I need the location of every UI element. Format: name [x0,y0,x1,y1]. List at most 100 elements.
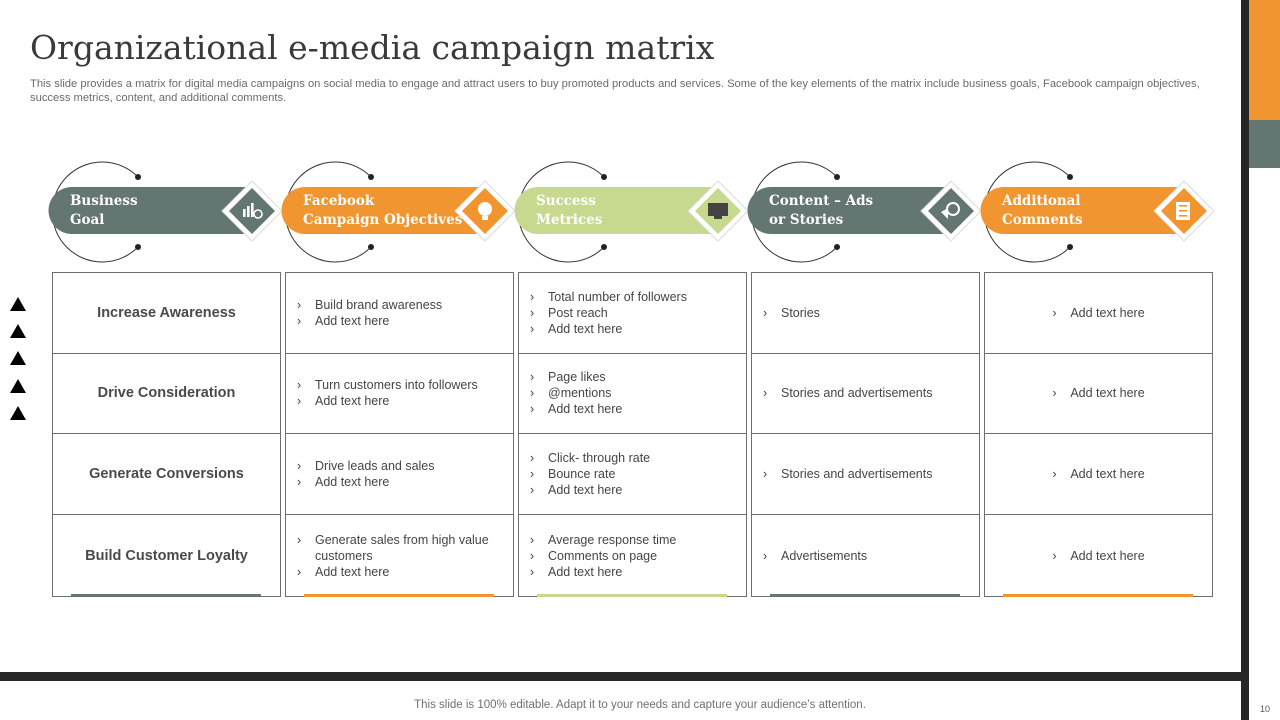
objective-cell: Turn customers into followersAdd text he… [286,353,513,434]
goal-label: Increase Awareness [97,305,236,321]
column-business-goal: Increase Awareness Drive Consideration G… [52,272,281,597]
objective-cell: Drive leads and salesAdd text here [286,434,513,515]
right-edge-bar [1241,0,1249,720]
page-number: 10 [1259,704,1270,714]
bullet-item: Bounce rate [530,466,650,482]
bullet-item: Page likes [530,369,622,385]
bullet-item: Stories and advertisements [763,385,932,401]
header-label: Additional Comments [1002,193,1083,228]
bullet-list: Stories and advertisements [752,466,932,482]
header-label: Facebook Campaign Objectives [303,193,463,228]
bottom-bar [0,672,1241,681]
content-cell: Stories [752,273,979,354]
triangle-marker-icon [10,324,26,338]
metric-cell: Page likes@mentionsAdd text here [519,353,746,434]
bullet-list: Add text here [1052,385,1144,401]
bullet-item: @mentions [530,385,622,401]
idea-lightbulb-icon [478,202,492,220]
bullet-item: Add text here [530,401,622,417]
bullet-list: Click- through rate Bounce rateAdd text … [519,450,650,498]
content-cell: Advertisements [752,516,979,597]
objective-cell: Build brand awarenessAdd text here [286,273,513,354]
bullet-list: Stories [752,305,820,321]
bullet-list: Drive leads and salesAdd text here [286,458,435,490]
accent-block-gray [1249,120,1280,168]
column-content-ads-stories: Stories Stories and advertisements Stori… [751,272,980,597]
comment-cell: Add text here [985,353,1212,434]
bullet-item: Add text here [297,313,442,329]
bullet-item: Stories [763,305,820,321]
bullet-list: Add text here [1052,466,1144,482]
triangle-marker-icon [10,297,26,311]
column-underline [304,594,494,597]
bullet-list: Total number of followersPost reachAdd t… [519,289,687,337]
content-cell: Stories and advertisements [752,434,979,515]
comment-cell: Add text here [985,516,1212,597]
accent-block-orange [1249,0,1280,120]
objective-cell: Generate sales from high value customers… [286,516,513,597]
bullet-list: Build brand awarenessAdd text here [286,297,442,329]
slide-title: Organizational e-media campaign matrix [30,28,715,67]
bullet-item: Add text here [1052,305,1144,321]
metric-cell: Average response timeComments on pageAdd… [519,516,746,597]
column-underline [537,594,727,597]
bullet-list: Page likes@mentionsAdd text here [519,369,622,417]
bullet-item: Advertisements [763,548,867,564]
bullet-list: Stories and advertisements [752,385,932,401]
bullet-list: Add text here [1052,305,1144,321]
metric-cell: Total number of followersPost reachAdd t… [519,273,746,354]
metric-cell: Click- through rate Bounce rateAdd text … [519,434,746,515]
monitor-analytics-icon [708,203,728,219]
bullet-list: Add text here [1052,548,1144,564]
header-banner [48,161,283,263]
header-banner [747,161,982,263]
comment-cell: Add text here [985,273,1212,354]
header-banner [980,161,1215,263]
bullet-item: Add text here [297,564,496,580]
bullet-item: Post reach [530,305,687,321]
header-label: Content – Ads or Stories [769,193,874,228]
bullet-item: Comments on page [530,548,676,564]
bullet-item: Drive leads and sales [297,458,435,474]
comment-cell: Add text here [985,434,1212,515]
column-headers [48,161,1215,263]
slide-description: This slide provides a matrix for digital… [30,78,1200,104]
bullet-item: Click- through rate [530,450,650,466]
bullet-item: Build brand awareness [297,297,442,313]
column-underline [1003,594,1193,597]
header-banner [514,161,749,263]
header-label: Business Goal [70,193,138,228]
bullet-item: Turn customers into followers [297,377,478,393]
goal-cell: Increase Awareness [53,273,280,354]
column-success-metrics: Total number of followersPost reachAdd t… [518,272,747,597]
footer-text: This slide is 100% editable. Adapt it to… [414,699,866,711]
triangle-marker-icon [10,406,26,420]
bullet-item: Add text here [530,321,687,337]
column-underline [71,594,261,597]
document-checklist-icon [1176,202,1190,220]
goal-cell: Generate Conversions [53,434,280,515]
bullet-list: Average response timeComments on pageAdd… [519,532,676,580]
header-banner [281,161,516,263]
megaphone-magnifier-icon [941,202,960,219]
bullet-item: Add text here [1052,548,1144,564]
column-campaign-objectives: Build brand awarenessAdd text here Turn … [285,272,514,597]
column-additional-comments: Add text here Add text here Add text her… [984,272,1213,597]
bullet-list: Generate sales from high value customers… [286,532,496,580]
header-label: Success Metrices [536,193,603,228]
goal-cell: Drive Consideration [53,353,280,434]
goal-label: Drive Consideration [97,385,236,401]
bullet-item: Add text here [1052,466,1144,482]
bullet-list: Advertisements [752,548,867,564]
bullet-item: Add text here [530,482,650,498]
bullet-item: Stories and advertisements [763,466,932,482]
bullet-item: Add text here [297,393,478,409]
triangle-marker-icon [10,379,26,393]
bullet-item: Generate sales from high value customers [297,532,496,564]
goal-label: Build Customer Loyalty [85,548,248,564]
bullet-item: Add text here [1052,385,1144,401]
goal-cell: Build Customer Loyalty [53,516,280,597]
column-underline [770,594,960,597]
chart-target-icon [243,203,263,219]
bullet-item: Total number of followers [530,289,687,305]
